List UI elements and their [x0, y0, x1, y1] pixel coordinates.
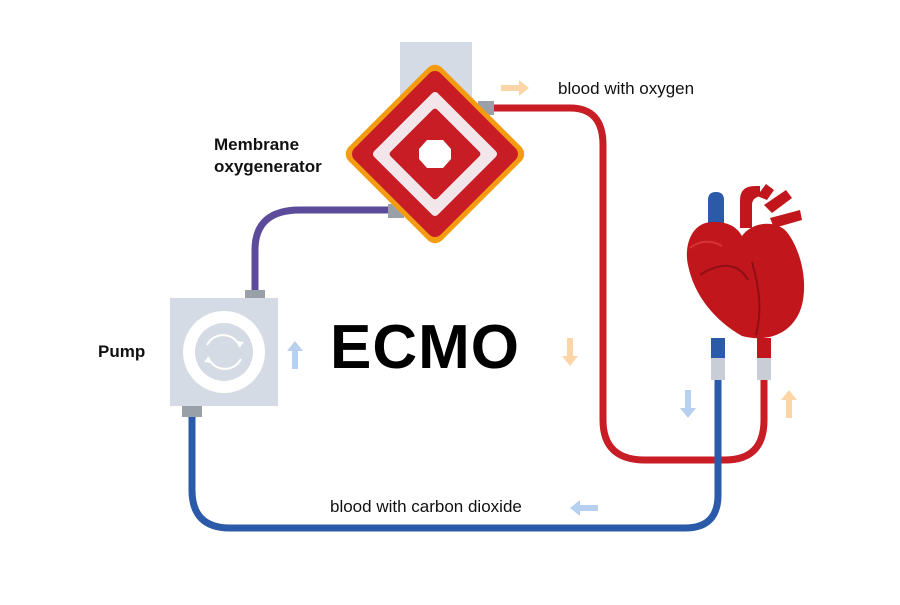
- deoxygenated-blood-label: blood with carbon dioxide: [330, 497, 522, 516]
- pump-icon: [170, 290, 278, 417]
- pump-label: Pump: [98, 342, 146, 361]
- pump-to-oxygenator-tube: [251, 206, 396, 298]
- oxygenator-label-line2: oxygenerator: [214, 157, 322, 176]
- deoxygenated-drain-tube: [188, 374, 722, 532]
- heart-icon: [686, 184, 805, 380]
- diagram-title: ECMO: [330, 313, 520, 382]
- oxygenated-blood-label: blood with oxygen: [558, 79, 695, 98]
- oxygenated-return-tube: [490, 104, 768, 464]
- oxygenator-icon: [345, 42, 525, 244]
- oxygenator-label: Membrane oxygenerator: [214, 134, 322, 178]
- oxygenator-label-line1: Membrane: [214, 135, 300, 154]
